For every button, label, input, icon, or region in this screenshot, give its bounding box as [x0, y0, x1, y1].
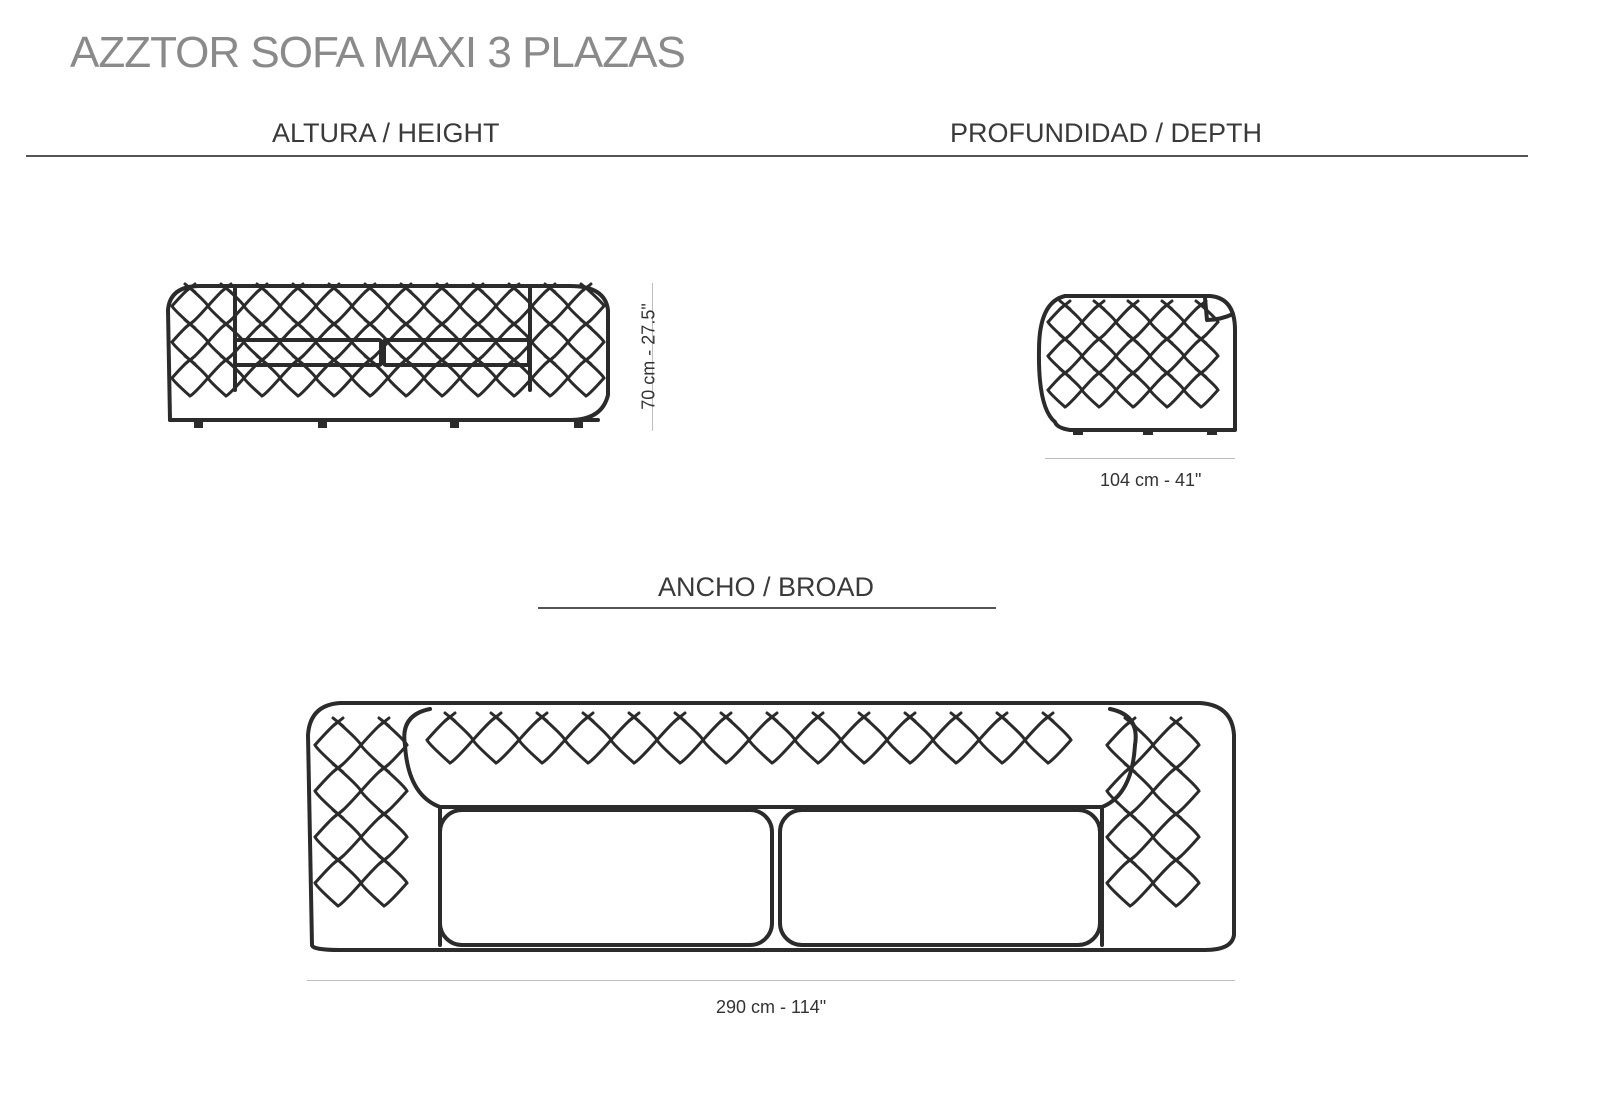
top-section-divider	[26, 155, 1528, 157]
sofa-top-view-drawing	[306, 701, 1236, 952]
height-dimension-line	[652, 283, 653, 431]
sofa-front-view-drawing	[166, 282, 610, 428]
depth-dimension-label: 104 cm - 41"	[1100, 470, 1202, 490]
broad-section-divider	[538, 607, 996, 609]
height-dimension-label: 70 cm - 27.5"	[638, 303, 659, 410]
height-section-label: ALTURA / HEIGHT	[272, 118, 500, 148]
sofa-side-view-drawing	[1036, 294, 1237, 435]
depth-section-label: PROFUNDIDAD / DEPTH	[950, 118, 1263, 148]
depth-dimension-line	[1045, 458, 1235, 459]
broad-section-label: ANCHO / BROAD	[658, 572, 875, 602]
broad-dimension-label: 290 cm - 114"	[716, 997, 827, 1017]
broad-dimension-line	[307, 980, 1235, 981]
page-title: AZZTOR SOFA MAXI 3 PLAZAS	[70, 28, 686, 77]
